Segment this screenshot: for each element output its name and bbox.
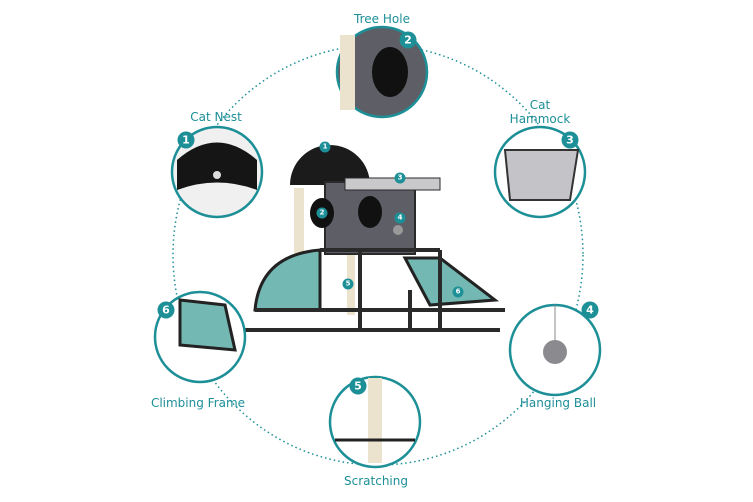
cat-tree-product <box>245 145 505 332</box>
product-badge-5: 5 <box>342 278 354 290</box>
badge-5: 5 <box>349 377 367 395</box>
badge-3: 3 <box>561 131 579 149</box>
product-badge-6: 6 <box>452 286 464 298</box>
product-badge-1: 1 <box>319 141 331 153</box>
detail-cat-hammock <box>493 125 587 219</box>
detail-scratching <box>328 375 422 469</box>
badge-6: 6 <box>157 301 175 319</box>
label-cat-nest: Cat Nest <box>190 110 242 124</box>
label-tree-hole: Tree Hole <box>354 12 410 26</box>
product-badge-2: 2 <box>316 207 328 219</box>
detail-tree-hole <box>335 25 429 119</box>
badge-4: 4 <box>581 301 599 319</box>
detail-climbing-frame <box>153 290 247 384</box>
detail-cat-nest <box>170 125 264 219</box>
badge-1: 1 <box>177 131 195 149</box>
detail-hanging-ball <box>508 303 602 397</box>
badge-2: 2 <box>399 31 417 49</box>
product-badge-4: 4 <box>394 212 406 224</box>
label-cat-hammock-line1: Cat <box>529 98 551 112</box>
product-badge-3: 3 <box>394 172 406 184</box>
label-climbing-frame: Climbing Frame <box>150 396 246 410</box>
label-cat-hammock-line2: Hammock <box>509 112 571 126</box>
label-hanging-ball: Hanging Ball <box>519 396 597 410</box>
label-scratching: Scratching <box>344 474 408 488</box>
